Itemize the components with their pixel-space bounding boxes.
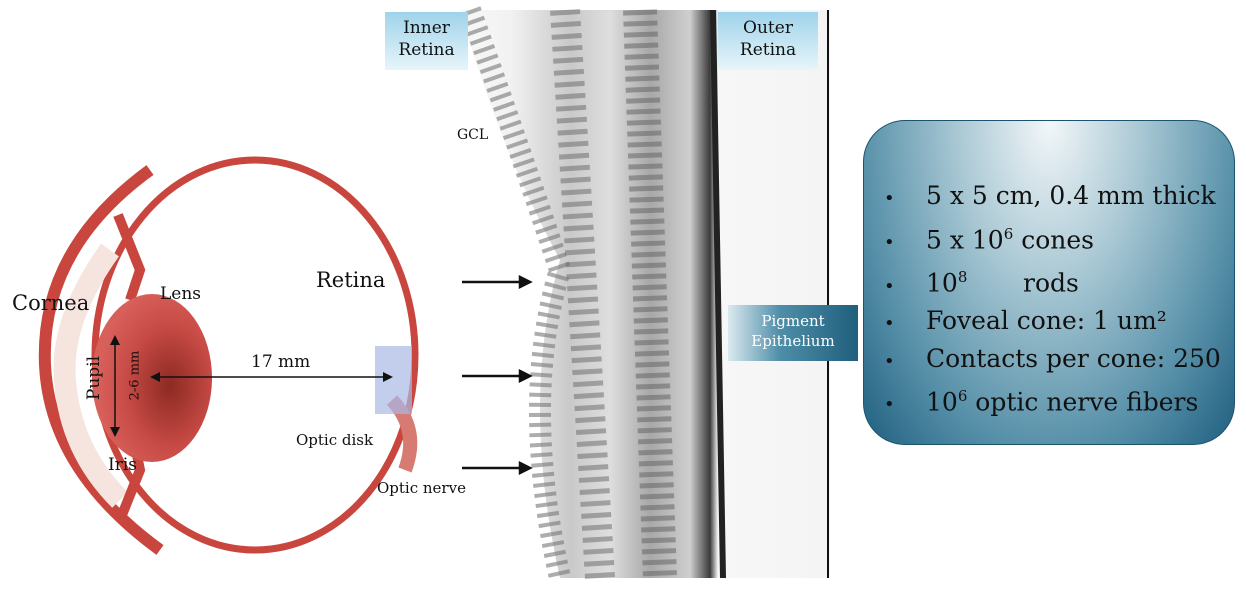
pe-line1: Pigment xyxy=(761,312,825,330)
label-gcl: GCL xyxy=(457,127,489,143)
fact-item: •106 optic nerve fibers xyxy=(884,387,1199,417)
eye-cross-section xyxy=(38,156,419,555)
label-optic-nerve: Optic nerve xyxy=(377,479,466,497)
retina-histology xyxy=(430,6,830,581)
pe-line2: Epithelium xyxy=(751,332,835,350)
label-pupil: Pupil xyxy=(84,355,105,401)
fact-item: •Foveal cone: 1 um² xyxy=(884,306,1167,336)
outer-retina-line1: Outer xyxy=(743,18,793,38)
pigment-epithelium-tag: Pigment Epithelium xyxy=(728,305,858,361)
label-lens: Lens xyxy=(160,284,202,304)
inner-retina-tag: Inner Retina xyxy=(385,12,468,70)
label-cornea: Cornea xyxy=(12,291,90,315)
fact-item: •Contacts per cone: 250 xyxy=(884,343,1221,373)
layer-arrows xyxy=(462,274,533,476)
label-iris: Iris xyxy=(108,455,138,475)
fact-item: •5 x 5 cm, 0.4 mm thick xyxy=(884,181,1216,210)
retina-facts-box: •5 x 5 cm, 0.4 mm thick •5 x 106 cones •… xyxy=(863,120,1235,445)
label-retina: Retina xyxy=(316,268,386,292)
label-optic-disk: Optic disk xyxy=(296,431,374,449)
outer-retina-tag: Outer Retina xyxy=(718,12,818,70)
label-eye-length: 17 mm xyxy=(251,352,311,372)
facts-list: •5 x 5 cm, 0.4 mm thick •5 x 106 cones •… xyxy=(884,179,1221,423)
retina-highlight xyxy=(375,346,412,414)
fact-item: •108 rods xyxy=(884,268,1079,298)
inner-retina-line2: Retina xyxy=(398,40,455,60)
outer-retina-line2: Retina xyxy=(739,40,797,60)
inner-retina-line1: Inner xyxy=(403,18,450,38)
label-pupil-size: 2-6 mm xyxy=(127,350,143,401)
fact-item: •5 x 106 cones xyxy=(884,224,1094,254)
